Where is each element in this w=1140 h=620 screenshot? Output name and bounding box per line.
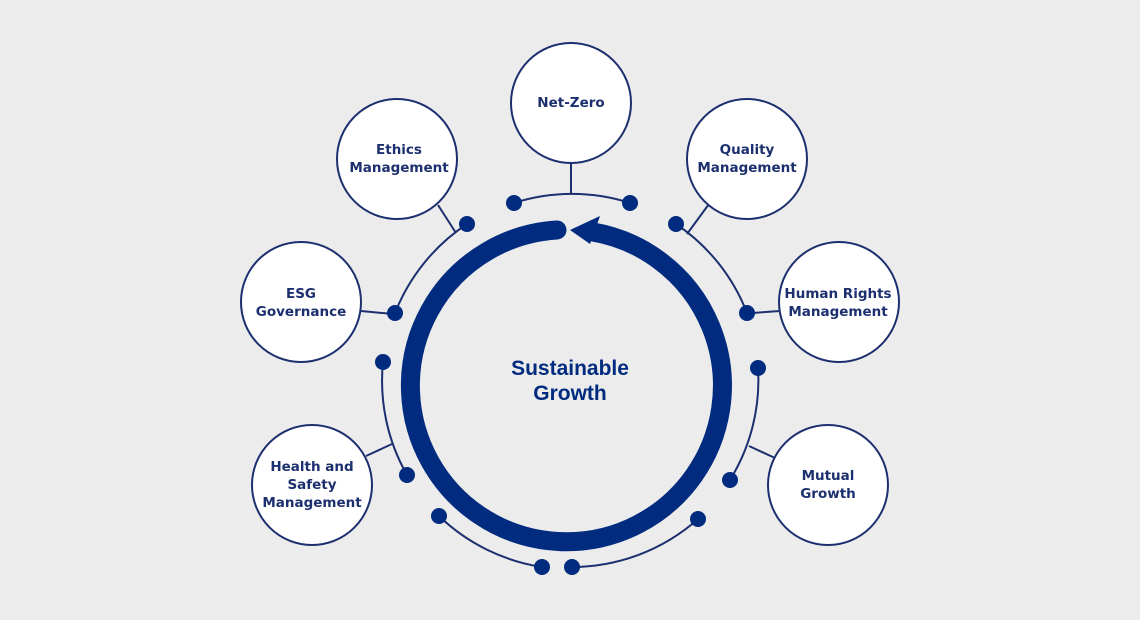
stem-human-rights-management xyxy=(751,310,781,314)
node-label-line: Management xyxy=(697,160,797,176)
cycle-ring xyxy=(400,220,732,552)
outer-arc-left-lower xyxy=(381,361,408,476)
dot xyxy=(431,508,447,524)
outer-arc-right-upper xyxy=(675,223,748,314)
dot xyxy=(690,511,706,527)
node-circle-net-zero xyxy=(510,42,632,164)
topic-circles xyxy=(240,42,900,546)
dot xyxy=(622,195,638,211)
dot xyxy=(506,195,522,211)
dot xyxy=(375,354,391,370)
center-title-line: Growth xyxy=(533,382,607,405)
node-health-and-safety-management: Health and Safety Management xyxy=(252,458,372,512)
node-human-rights-management: Human Rights Management xyxy=(778,285,898,321)
dot xyxy=(459,216,475,232)
node-circle-health-and-safety-management xyxy=(251,424,373,546)
dot xyxy=(722,472,738,488)
dot xyxy=(750,360,766,376)
node-esg-governance: ESG Governance xyxy=(241,285,361,321)
node-circle-mutual-growth xyxy=(767,424,889,546)
node-label-line: Quality xyxy=(719,142,775,158)
node-label-line: Management xyxy=(349,160,449,176)
outer-arc-right-lower xyxy=(729,367,760,481)
dot xyxy=(739,305,755,321)
node-label-line: Management xyxy=(262,495,362,511)
node-circle-human-rights-management xyxy=(778,241,900,363)
cycle-arrow-head-icon xyxy=(570,216,600,244)
node-ethics-management: Ethics Management xyxy=(339,141,459,177)
node-label-line: Growth xyxy=(800,486,856,502)
dot xyxy=(387,305,403,321)
stem-quality-management xyxy=(686,203,710,235)
node-label-line: Ethics xyxy=(376,142,422,158)
node-label-line: Health and xyxy=(270,459,354,475)
node-label-line: Mutual xyxy=(801,468,855,484)
node-circle-ethics-management xyxy=(336,98,458,220)
dot xyxy=(668,216,684,232)
node-label-line: Governance xyxy=(255,304,347,320)
center-title-line: Sustainable xyxy=(511,357,629,380)
node-label-line: ESG xyxy=(285,286,317,302)
node-mutual-growth: Mutual Growth xyxy=(768,467,888,503)
node-label-line: Safety xyxy=(287,477,337,493)
endpoint-dots xyxy=(375,195,766,575)
node-circle-esg-governance xyxy=(240,241,362,363)
outer-arc-top xyxy=(513,193,631,204)
node-label-line: Human Rights xyxy=(784,286,892,302)
outer-arc-bottom-left xyxy=(438,515,543,568)
stem-mutual-growth xyxy=(748,445,776,459)
outer-arc-bottom-right xyxy=(571,518,699,568)
stem-health-and-safety-management xyxy=(365,443,393,457)
dot xyxy=(399,467,415,483)
node-quality-management: Quality Management xyxy=(687,141,807,177)
outer-arcs xyxy=(381,193,760,568)
outer-arc-left-upper xyxy=(394,223,468,314)
center-title: Sustainable Growth xyxy=(450,356,690,406)
node-circle-quality-management xyxy=(686,98,808,220)
node-label-line: Net-Zero xyxy=(537,95,605,111)
stem-ethics-management xyxy=(437,204,457,234)
node-label-line: Management xyxy=(788,304,888,320)
node-net-zero: Net-Zero xyxy=(511,94,631,112)
dot xyxy=(564,559,580,575)
dot xyxy=(534,559,550,575)
